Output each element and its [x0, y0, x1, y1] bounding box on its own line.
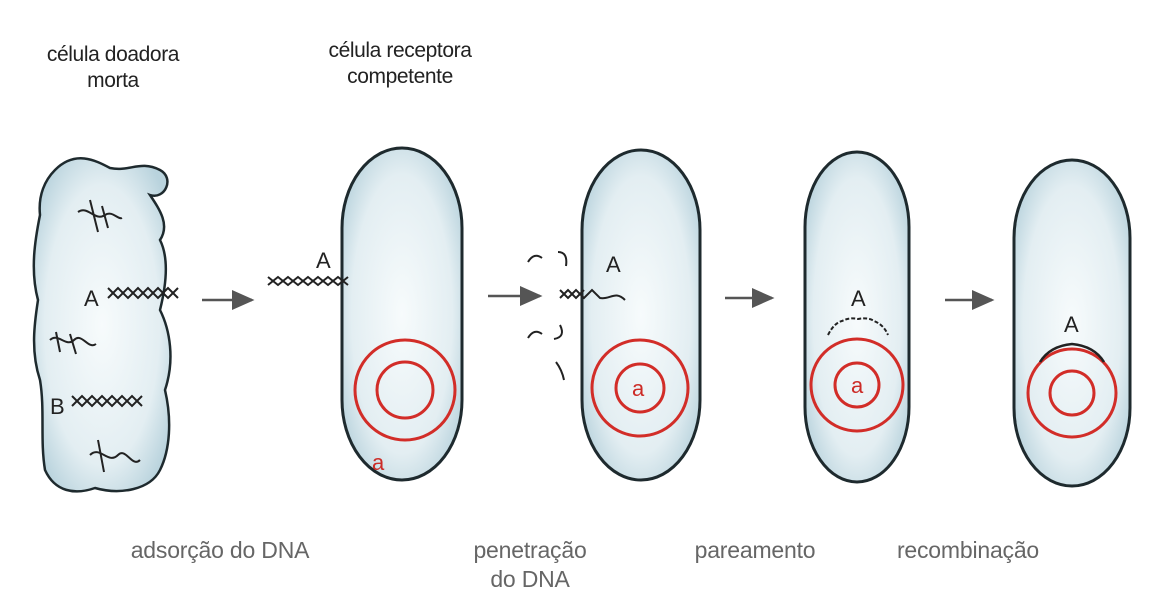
cell-penetration-gene-a-label: a — [632, 376, 645, 401]
step-label-adsorption: adsorção do DNA — [100, 536, 340, 565]
cell-penetration — [582, 150, 700, 480]
step-label-pairing: pareamento — [670, 536, 840, 565]
donor-gene-A-label: A — [84, 286, 99, 311]
adsorbed-dna — [268, 277, 348, 285]
recipient-cell — [342, 148, 462, 480]
cell-pairing-gene-a-label: a — [851, 373, 864, 398]
step-label-penetration: penetração do DNA — [445, 536, 615, 594]
adsorbed-gene-A-label: A — [316, 248, 331, 273]
recombined-gene-A-label: A — [1064, 312, 1079, 337]
penetrating-gene-A-label: A — [606, 252, 621, 277]
recipient-gene-a-label: a — [372, 450, 385, 475]
step-label-recombination: recombinação — [878, 536, 1058, 565]
donor-gene-B-label: B — [50, 394, 65, 419]
pairing-gene-A-label: A — [851, 286, 866, 311]
